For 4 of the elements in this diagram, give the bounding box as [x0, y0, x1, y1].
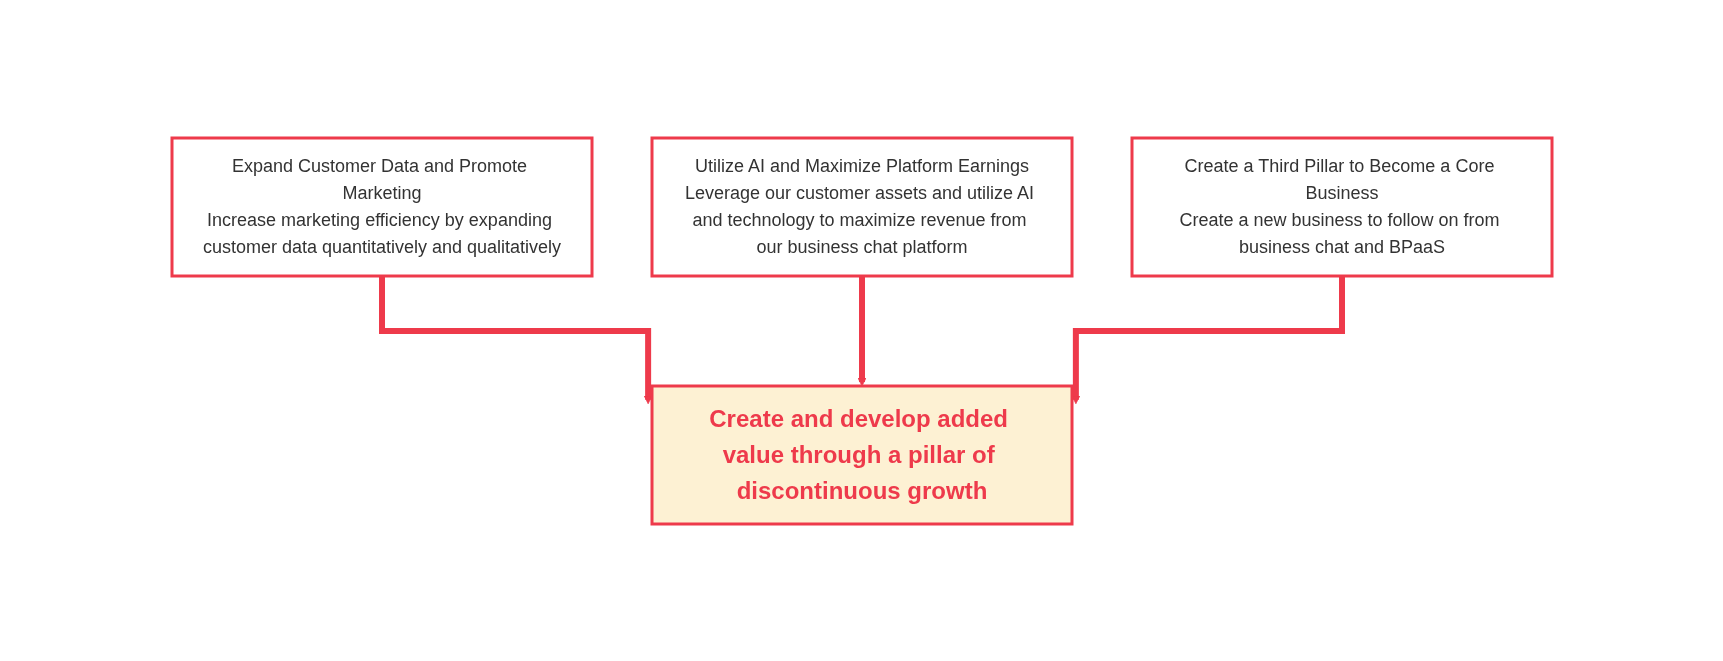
- node-box: Utilize AI and Maximize Platform Earnings Leverage our customer assets and utilize AI and technology to maximize revenue from our business chat platform: [650, 136, 1073, 277]
- node-box: Create and develop added value through a pillar of discontinuous growth: [650, 384, 1073, 525]
- node-box: Create a Third Pillar to Become a Core Business Create a new business to follow on from business chat and BPaaS: [1130, 136, 1553, 277]
- node-box: Expand Customer Data and Promote Marketing Increase marketing efficiency by expanding customer data quantitatively and qualitatively: [170, 136, 593, 277]
